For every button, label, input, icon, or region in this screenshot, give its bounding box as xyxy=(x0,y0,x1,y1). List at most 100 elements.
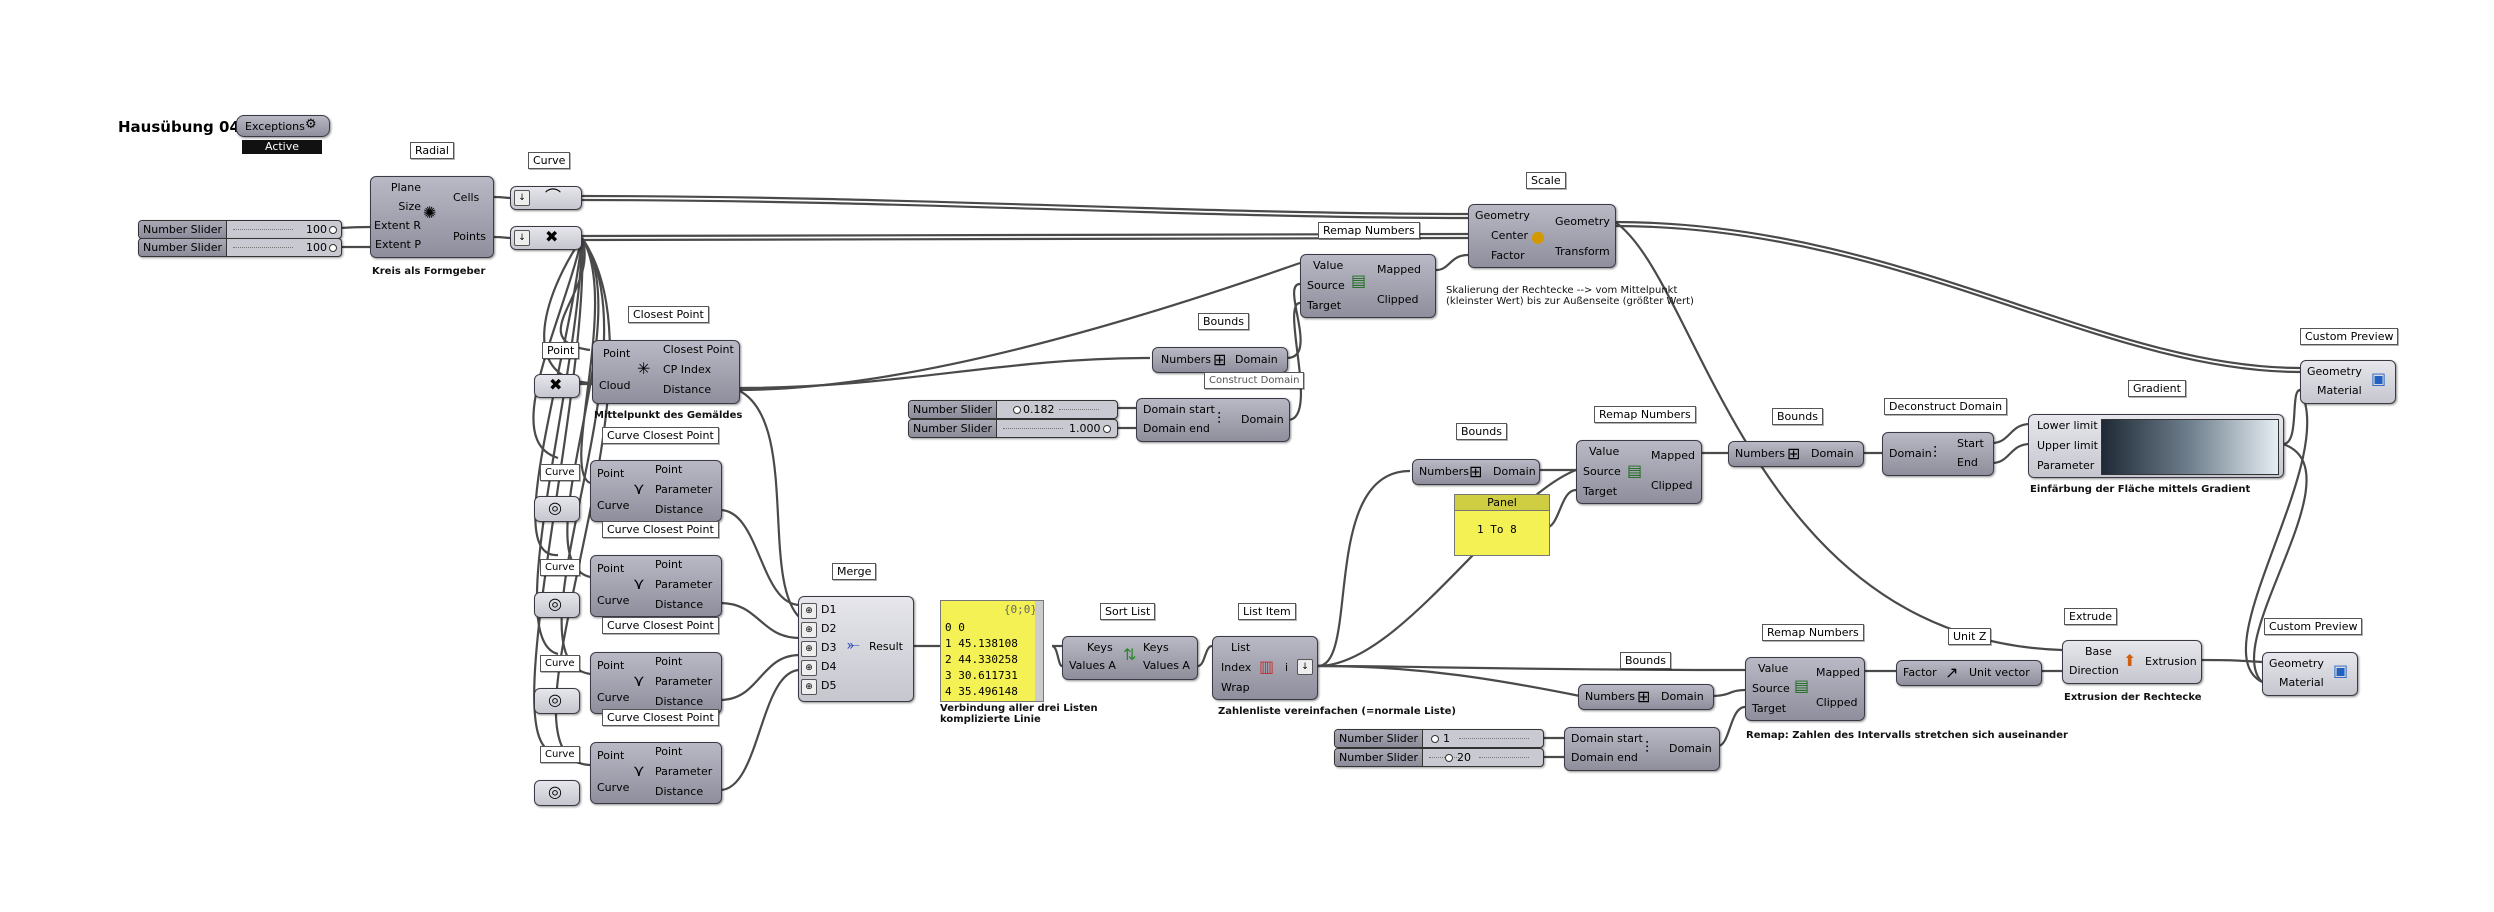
custom-preview-low[interactable]: Geometry Material ▣ xyxy=(2262,652,2358,696)
curve-param[interactable]: ◎ xyxy=(534,496,580,522)
bounds-mid-component[interactable]: Numbers ⊞ Domain xyxy=(1412,459,1540,485)
param-menu-icon[interactable]: ↓ xyxy=(514,230,530,246)
input-lower-limit: Lower limit xyxy=(2037,419,2098,432)
add-input-icon[interactable]: ⊕ xyxy=(801,660,817,676)
bounds-low-component[interactable]: Numbers ⊞ Domain xyxy=(1578,684,1714,710)
slider-track[interactable] xyxy=(1479,757,1529,759)
slider-track[interactable] xyxy=(1059,409,1099,411)
gradient-swatch[interactable] xyxy=(2101,419,2279,475)
add-input-icon[interactable]: ⊕ xyxy=(801,603,817,619)
deconstruct-domain-component[interactable]: Domain ⫶ Start End xyxy=(1882,432,1994,476)
slider-grip[interactable] xyxy=(1431,735,1439,743)
curve-closest-point-3[interactable]: Point Curve ⋎ Point Parameter Distance xyxy=(590,652,722,714)
scale-tag: Scale xyxy=(1526,172,1566,189)
bounds-mid2-component[interactable]: Numbers ⊞ Domain xyxy=(1728,441,1864,467)
exceptions-component[interactable]: Exceptions ⚙ xyxy=(236,115,330,137)
construct-domain-low[interactable]: Domain start Domain end ⫶ Domain xyxy=(1564,727,1720,771)
ccp-icon: ⋎ xyxy=(633,671,645,690)
add-input-icon[interactable]: ⊕ xyxy=(801,622,817,638)
bounds-top-component[interactable]: Numbers ⊞ Domain xyxy=(1152,347,1288,373)
number-slider-remap-start[interactable]: Number Slider 1 xyxy=(1334,729,1544,748)
param-menu-icon[interactable]: ↓ xyxy=(1297,659,1313,675)
output-cp-index: CP Index xyxy=(663,363,712,376)
add-input-icon[interactable]: ⊕ xyxy=(801,641,817,657)
input-curve: Curve xyxy=(597,781,630,794)
construct-domain-tag-covered: Construct Domain xyxy=(1204,372,1305,389)
point-param[interactable]: ✖ xyxy=(534,374,580,398)
remap-low-caption: Remap: Zahlen des Intervalls stretchen s… xyxy=(1746,730,2068,741)
construct-domain-top[interactable]: Domain start Domain end ⫶ Domain xyxy=(1136,398,1290,442)
slider-grip[interactable] xyxy=(1013,406,1021,414)
point-param-points[interactable]: ↓ ✖ xyxy=(510,226,582,250)
wire xyxy=(737,261,1301,392)
slider-track[interactable] xyxy=(1459,738,1529,740)
scale-component[interactable]: Geometry Center Factor ● Geometry Transf… xyxy=(1468,204,1616,268)
wire xyxy=(1435,253,1469,272)
slider-grip[interactable] xyxy=(329,226,337,234)
gradient-caption: Einfärbung der Fläche mittels Gradient xyxy=(2030,484,2251,495)
list-item-component[interactable]: List Index Wrap ▥ i ↓ xyxy=(1212,636,1318,700)
output-point: Point xyxy=(655,655,683,668)
slider-track[interactable] xyxy=(233,229,293,231)
number-slider-domain-start[interactable]: Number Slider 0.182 xyxy=(908,400,1118,419)
add-input-icon[interactable]: ⊕ xyxy=(801,679,817,695)
extrude-component[interactable]: Base Direction ⬆ Extrusion xyxy=(2062,640,2202,684)
number-slider-remap-end[interactable]: Number Slider 20 xyxy=(1334,748,1544,767)
curve-icon: ⌒ xyxy=(545,187,562,206)
curve-closest-point-1[interactable]: Point Curve ⋎ Point Parameter Distance xyxy=(590,460,722,522)
slider-name: Number Slider xyxy=(1335,749,1423,766)
sort-icon: ⇅ xyxy=(1123,645,1137,664)
closest-point-component[interactable]: Point Cloud ✳ Closest Point CP Index Dis… xyxy=(592,340,740,404)
input-target: Target xyxy=(1752,702,1787,715)
slider-grip[interactable] xyxy=(1445,754,1453,762)
input-value: Value xyxy=(1313,259,1344,272)
slider-value: 100 xyxy=(306,223,327,236)
curve-param[interactable]: ◎ xyxy=(534,780,580,806)
merge-component[interactable]: ⊕ D1 ⊕ D2 ⊕ D3 ⊕ D4 ⊕ D5 ⤜ Result xyxy=(798,596,914,702)
input-target: Target xyxy=(1583,485,1618,498)
slider-grip[interactable] xyxy=(1103,425,1111,433)
curve-param[interactable]: ◎ xyxy=(534,688,580,714)
input-direction: Direction xyxy=(2069,664,2119,677)
remap-top-component[interactable]: Value Source Target ▤ Mapped Clipped xyxy=(1300,254,1436,318)
bounds-low-tag: Bounds xyxy=(1620,652,1671,669)
number-slider-extent-r[interactable]: Number Slider 100 xyxy=(138,220,342,239)
remap-low-component[interactable]: Value Source Target ▤ Mapped Clipped xyxy=(1745,657,1865,721)
wire xyxy=(535,237,584,656)
curve-icon: ◎ xyxy=(548,690,562,709)
closest-point-icon: ✳ xyxy=(637,359,651,378)
sort-list-component[interactable]: Keys Values A ⇅ Keys Values A xyxy=(1062,636,1198,680)
gradient-component[interactable]: Lower limit Upper limit Parameter xyxy=(2028,414,2284,478)
remap-icon: ▤ xyxy=(1627,461,1643,480)
curve-closest-point-4[interactable]: Point Curve ⋎ Point Parameter Distance xyxy=(590,742,722,804)
wire xyxy=(1991,422,2031,445)
radial-component[interactable]: Plane Size Extent R Extent P ✺ Cells Poi… xyxy=(370,176,494,258)
input-cloud: Cloud xyxy=(599,379,631,392)
slider-track[interactable] xyxy=(1429,757,1459,759)
list-panel[interactable]: {0;0} 0 0 1 45.138108 2 44.330258 3 30.6… xyxy=(940,600,1044,702)
slider-grip[interactable] xyxy=(329,244,337,252)
curve-closest-point-2[interactable]: Point Curve ⋎ Point Parameter Distance xyxy=(590,555,722,617)
radial-grid-icon: ✺ xyxy=(423,203,437,222)
input-wrap: Wrap xyxy=(1221,681,1250,694)
scale-icon: ● xyxy=(1531,227,1545,246)
param-menu-icon[interactable]: ↓ xyxy=(514,190,530,206)
wire xyxy=(737,356,1151,390)
wire xyxy=(719,508,801,607)
input-value: Value xyxy=(1589,445,1620,458)
curve-param[interactable]: ◎ xyxy=(534,592,580,618)
number-slider-extent-p[interactable]: Number Slider 100 xyxy=(138,238,342,257)
number-slider-domain-end[interactable]: Number Slider 1.000 xyxy=(908,419,1118,438)
slider-track[interactable] xyxy=(233,247,293,249)
input-parameter: Parameter xyxy=(2037,459,2095,472)
custom-preview-top[interactable]: Geometry Material ▣ xyxy=(2300,360,2396,404)
panel-scrollbar[interactable] xyxy=(1035,601,1043,701)
unit-z-component[interactable]: Factor ↗ Unit vector xyxy=(1896,660,2042,686)
curve-param-cells[interactable]: ↓ ⌒ xyxy=(510,186,582,210)
input-value: Value xyxy=(1758,662,1789,675)
slider-track[interactable] xyxy=(1003,428,1063,430)
input-point: Point xyxy=(597,659,625,672)
range-panel[interactable]: Panel 1 To 8 xyxy=(1454,494,1550,556)
remap-mid-component[interactable]: Value Source Target ▤ Mapped Clipped xyxy=(1576,440,1702,504)
